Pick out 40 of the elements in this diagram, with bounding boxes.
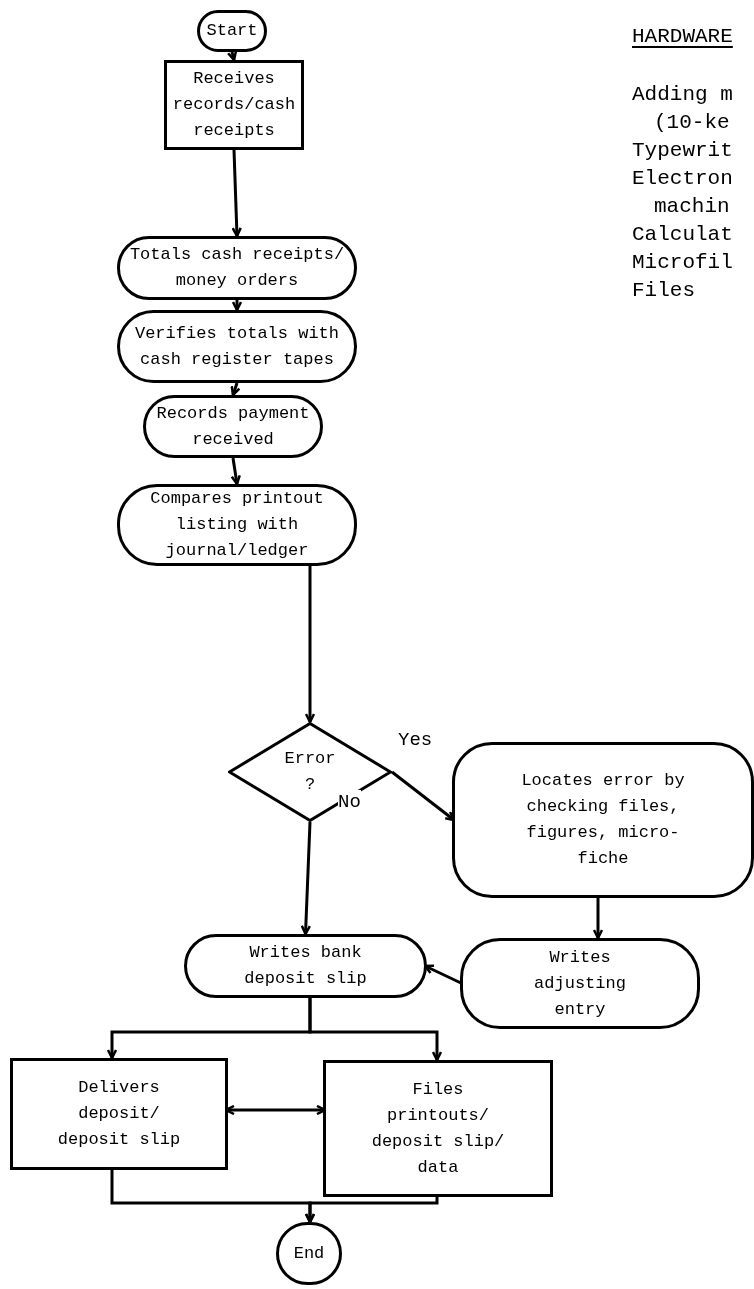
arrow: [230, 457, 241, 486]
decision-diamond: [228, 722, 392, 822]
node-text: Writes bank deposit slip: [243, 942, 368, 990]
list-item-text: Typewrit: [632, 138, 733, 164]
node-text: Writes adjusting entry: [533, 946, 627, 1021]
arrow: [304, 566, 316, 724]
arrow: [308, 998, 443, 1062]
list-item-text: Electron: [632, 166, 733, 192]
node-text: Compares printout listing with journal/ledger: [149, 488, 325, 562]
rounded-process-box: [460, 938, 700, 1029]
arrow: [592, 898, 604, 940]
node-text: Records payment received: [155, 402, 311, 451]
heading-text: HARDWARE: [632, 24, 733, 50]
list-item-text: Microfil: [632, 250, 733, 276]
node-text: Delivers deposit/ deposit slip: [56, 1077, 182, 1151]
node-text: Locates error by checking files, figures, micro- fiche: [520, 770, 686, 870]
arrow: [226, 50, 238, 62]
list-item-text: machin: [654, 194, 730, 220]
rounded-process-box: [117, 236, 357, 300]
arrow: [304, 1197, 439, 1224]
arrow: [300, 821, 312, 936]
list-item-text: Calculat: [632, 222, 733, 248]
list-item-text: Files: [632, 278, 695, 304]
rounded-process-box: [452, 742, 754, 898]
node-text: Error ?: [283, 748, 337, 796]
process-box: [164, 60, 304, 150]
rounded-process-box: [184, 934, 427, 998]
arrow: [231, 149, 242, 238]
arrow: [230, 382, 241, 397]
node-text: Start: [206, 20, 258, 42]
node-text: Totals cash receipts/ money orders: [128, 244, 346, 292]
process-box: [323, 1060, 553, 1197]
node-text: Verifies totals with cash register tapes: [133, 322, 340, 371]
node-text: End: [293, 1242, 325, 1265]
list-item-text: (10-ke: [654, 110, 730, 136]
node-text: Files printouts/ deposit slip/ data: [370, 1078, 506, 1179]
process-box: [10, 1058, 228, 1170]
arrow: [231, 300, 243, 312]
list-item-text: Adding m: [632, 82, 733, 108]
node-text: Receives records/cash receipts: [171, 68, 297, 142]
